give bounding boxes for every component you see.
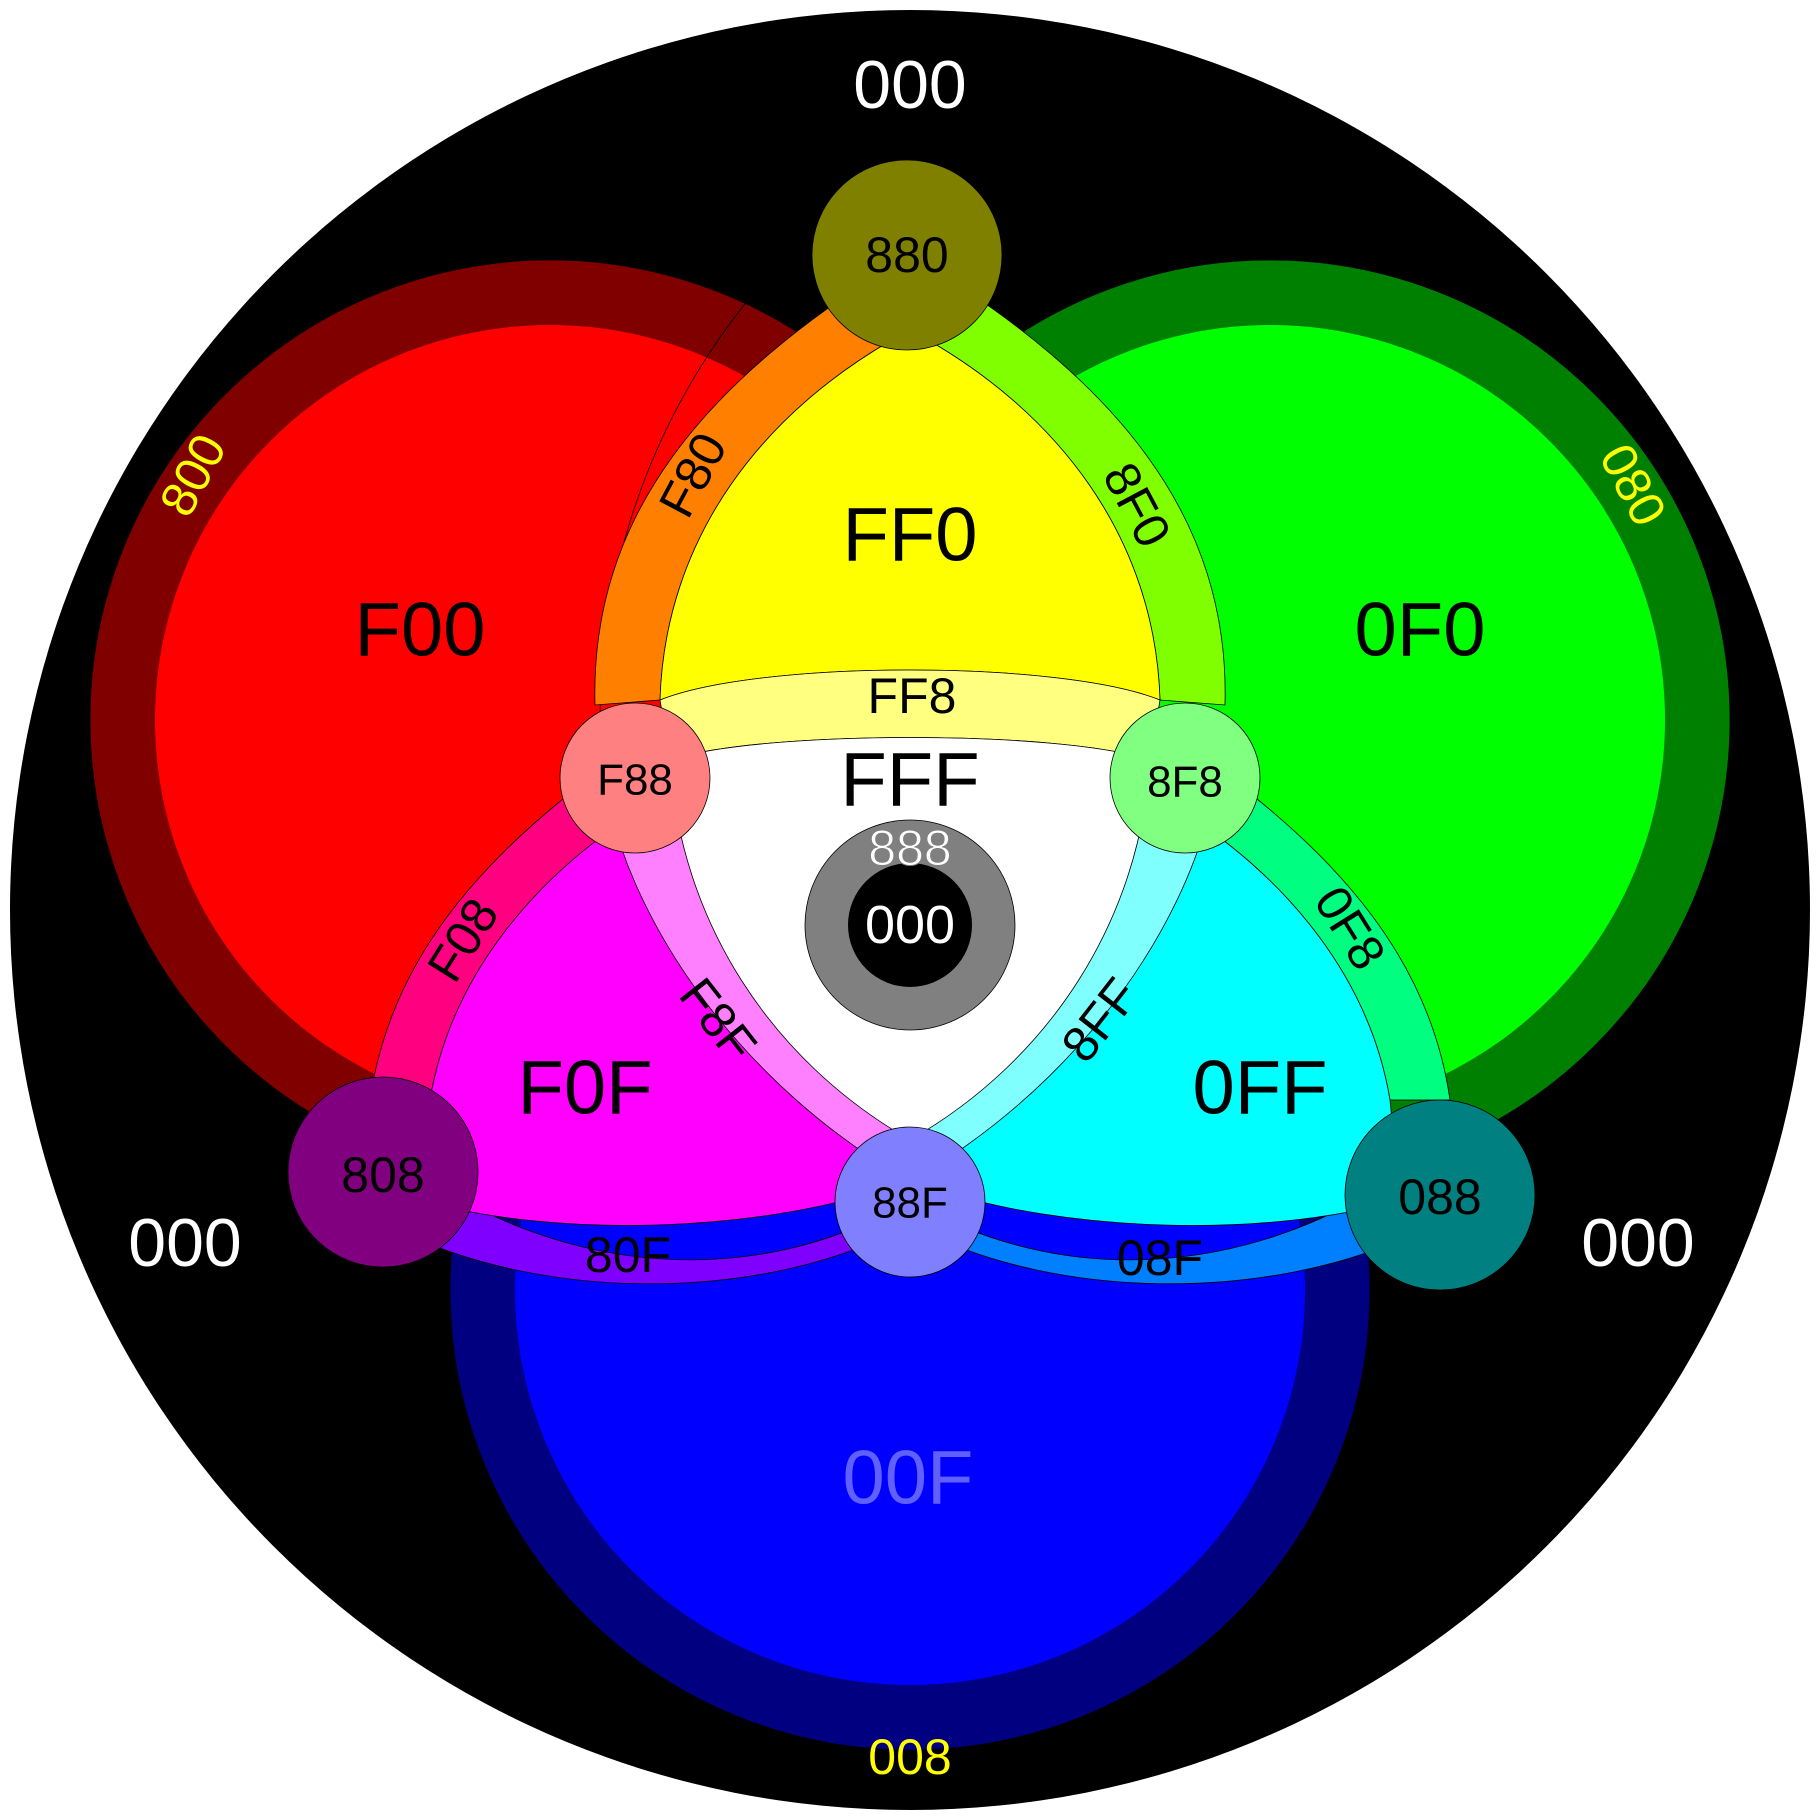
green-label: 0F0 (1355, 588, 1486, 673)
light-yellow-label: FF8 (868, 668, 957, 724)
olive-label: 880 (865, 227, 948, 283)
teal-node (1344, 1099, 1536, 1291)
blue-label: 00F (843, 1436, 974, 1521)
purple-label: 808 (341, 1147, 424, 1203)
gray-label: 888 (868, 820, 951, 876)
violet-label: 80F (585, 1227, 671, 1283)
teal-label: 088 (1398, 1169, 1481, 1225)
azure-label: 08F (1117, 1230, 1203, 1286)
dark-blue-label: 008 (868, 1729, 951, 1785)
outer-right-label: 000 (1581, 1205, 1694, 1281)
center-black-circle (848, 863, 972, 987)
pink-label: F88 (597, 756, 673, 805)
white-label: FFF (840, 738, 979, 823)
outer-top-label: 000 (853, 47, 966, 123)
light-green-label: 8F8 (1147, 758, 1223, 807)
outer-left-label: 000 (128, 1205, 241, 1281)
light-green-node (1109, 702, 1261, 854)
red-label: F00 (355, 588, 486, 673)
center-black-label: 000 (865, 895, 955, 955)
purple-node (287, 1076, 479, 1268)
light-blue-label: 88F (872, 1179, 948, 1228)
pink-node (559, 702, 711, 854)
cyan-label: 0FF (1192, 1046, 1327, 1131)
olive-node (811, 159, 1003, 351)
yellow-label: FF0 (842, 493, 977, 578)
magenta-label: F0F (517, 1046, 652, 1131)
light-blue-node (834, 1126, 986, 1278)
